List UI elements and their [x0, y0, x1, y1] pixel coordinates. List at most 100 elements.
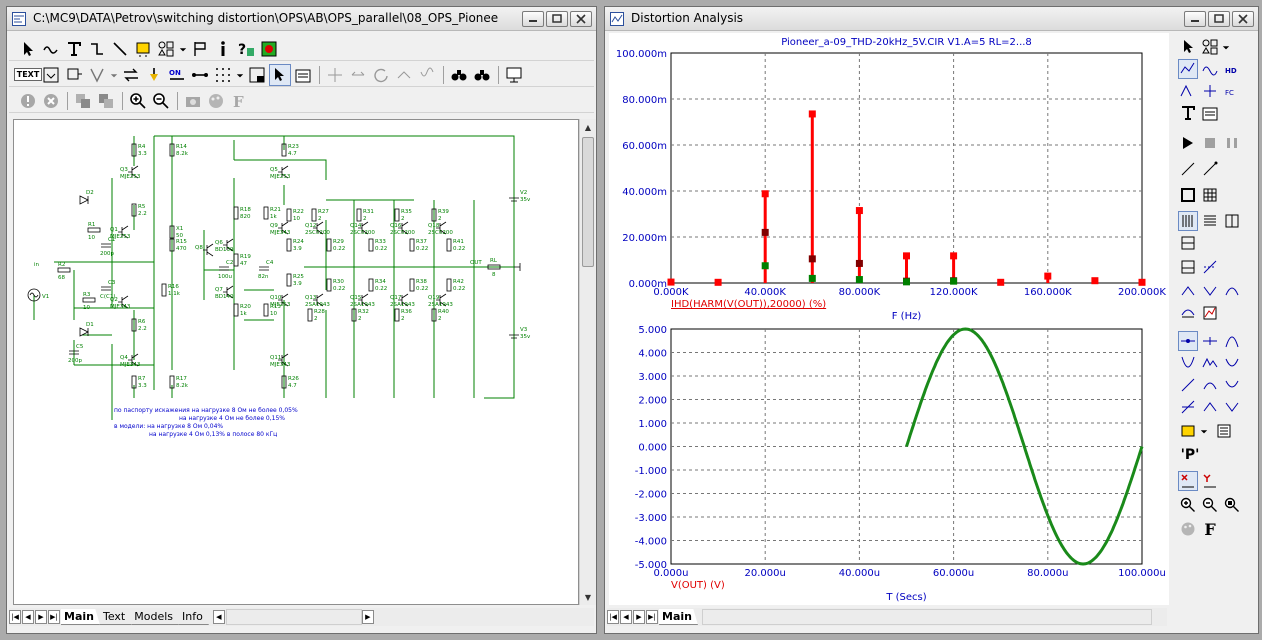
- slope-button[interactable]: [1178, 303, 1198, 323]
- wire-mode-button[interactable]: [40, 38, 62, 60]
- schematic-drawing[interactable]: R43.3R148.2kR234.7R52.2R110X150R15470R16…: [14, 120, 578, 604]
- global-high-button[interactable]: [1200, 375, 1220, 395]
- flip-x-button[interactable]: [393, 64, 415, 86]
- color-button[interactable]: [205, 90, 227, 112]
- properties-button[interactable]: [292, 64, 314, 86]
- minimize-button[interactable]: [522, 11, 544, 27]
- find-button[interactable]: [448, 64, 470, 86]
- scroll-down-button[interactable]: ▼: [584, 592, 592, 602]
- shapes-button[interactable]: [1200, 37, 1220, 57]
- minimize-button[interactable]: [1184, 11, 1206, 27]
- schematic-window[interactable]: C:\MC9\DATA\Petrov\switching distortion\…: [6, 6, 597, 634]
- currents-button[interactable]: [120, 64, 142, 86]
- flag-button[interactable]: [189, 38, 211, 60]
- fourier-button[interactable]: FC: [1222, 81, 1242, 101]
- font-button[interactable]: F: [1200, 519, 1220, 539]
- zoom-out-button[interactable]: [1200, 495, 1220, 515]
- line-tool-button[interactable]: [1178, 159, 1198, 179]
- text-display-button[interactable]: TEXT: [13, 64, 43, 86]
- waveform-button[interactable]: [1200, 59, 1220, 79]
- presentation-button[interactable]: [503, 64, 525, 86]
- diagonal-wire-button[interactable]: [109, 38, 131, 60]
- border-button[interactable]: [1178, 185, 1198, 205]
- run-button[interactable]: [1178, 133, 1198, 153]
- global-low-button[interactable]: [1222, 375, 1242, 395]
- last-tab-button[interactable]: ▶|: [48, 610, 60, 624]
- animate-dropdown[interactable]: [1198, 421, 1210, 441]
- schematic-vertical-scrollbar[interactable]: ▲ ▼: [579, 119, 596, 605]
- horizontal-grid-button[interactable]: [1200, 211, 1220, 231]
- bottom-button[interactable]: [1222, 397, 1242, 417]
- animate-button[interactable]: [1178, 421, 1198, 441]
- distortion-window[interactable]: Distortion Analysis Pioneer_a-09_THD-20k…: [604, 6, 1259, 634]
- select-mode-button[interactable]: [1178, 37, 1198, 57]
- hscroll-left-button[interactable]: ◀: [212, 610, 225, 624]
- schematic-titlebar[interactable]: C:\MC9\DATA\Petrov\switching distortion\…: [7, 7, 596, 31]
- cursor-button[interactable]: [1200, 81, 1220, 101]
- align-button[interactable]: [324, 64, 346, 86]
- shapes-dropdown[interactable]: [178, 38, 188, 60]
- grid-button[interactable]: [212, 64, 234, 86]
- shapes-button[interactable]: [155, 38, 177, 60]
- tab-text[interactable]: Text: [99, 609, 132, 625]
- next-interpolated-button[interactable]: [1200, 331, 1220, 351]
- chart-button[interactable]: [1200, 303, 1220, 323]
- zoom-fit-button[interactable]: [1222, 495, 1242, 515]
- tab-main[interactable]: Main: [659, 609, 698, 625]
- scroll-thumb[interactable]: [582, 137, 594, 267]
- next-simple-button[interactable]: [1178, 331, 1198, 351]
- power-button[interactable]: [143, 64, 165, 86]
- x-scale-button[interactable]: [1178, 471, 1198, 491]
- low-find-button[interactable]: [1222, 353, 1242, 373]
- trace-button[interactable]: [1178, 81, 1198, 101]
- mirror-button[interactable]: [347, 64, 369, 86]
- numeric-output-button[interactable]: [1214, 421, 1234, 441]
- inflection-button[interactable]: [1178, 375, 1198, 395]
- peak-find-button[interactable]: [1222, 331, 1242, 351]
- close-button[interactable]: [570, 11, 592, 27]
- high-button[interactable]: [1222, 281, 1242, 301]
- title-block-button[interactable]: [246, 64, 268, 86]
- y-scale-button[interactable]: [1200, 471, 1220, 491]
- condition-button[interactable]: ON: [166, 64, 188, 86]
- orthogonal-wire-button[interactable]: [86, 38, 108, 60]
- axis-grid-button[interactable]: [1222, 211, 1242, 231]
- next-tab-button[interactable]: ▶: [633, 610, 645, 624]
- stop-button[interactable]: [17, 90, 39, 112]
- minor-grid-button[interactable]: [1178, 211, 1198, 231]
- text-mode-button[interactable]: [63, 38, 85, 60]
- ruler-button[interactable]: [1200, 257, 1220, 277]
- tokens-button[interactable]: [1178, 233, 1198, 253]
- voltage-dropdown[interactable]: [109, 64, 119, 86]
- tab-main[interactable]: Main: [61, 609, 100, 625]
- camera-button[interactable]: [182, 90, 204, 112]
- hscroll-right-button[interactable]: ▶: [361, 610, 374, 624]
- next-tab-button[interactable]: ▶: [35, 610, 47, 624]
- rotate-button[interactable]: [370, 64, 392, 86]
- text-button[interactable]: [1178, 103, 1198, 123]
- hd-button[interactable]: HD: [1222, 59, 1242, 79]
- copy-button[interactable]: [72, 90, 94, 112]
- info-button[interactable]: [212, 38, 234, 60]
- close-button[interactable]: [1232, 11, 1254, 27]
- paste-button[interactable]: [95, 90, 117, 112]
- schematic-horizontal-scrollbar[interactable]: [225, 609, 362, 625]
- first-tab-button[interactable]: |◀: [9, 610, 21, 624]
- zoom-out-button[interactable]: [150, 90, 172, 112]
- cancel-button[interactable]: [40, 90, 62, 112]
- grid-dropdown[interactable]: [235, 64, 245, 86]
- font-button[interactable]: F: [228, 90, 250, 112]
- prev-tab-button[interactable]: ◀: [620, 610, 632, 624]
- shapes-dropdown[interactable]: [1220, 37, 1232, 57]
- point-line-button[interactable]: [1200, 159, 1220, 179]
- distortion-horizontal-scrollbar[interactable]: [701, 609, 1152, 625]
- first-tab-button[interactable]: |◀: [607, 610, 619, 624]
- p-key-button[interactable]: 'P': [1178, 445, 1202, 465]
- valley-find-button[interactable]: [1178, 353, 1198, 373]
- maximize-button[interactable]: [546, 11, 568, 27]
- node-numbers-button[interactable]: [63, 64, 85, 86]
- prev-tab-button[interactable]: ◀: [22, 610, 34, 624]
- maximize-button[interactable]: [1208, 11, 1230, 27]
- top-button[interactable]: [1200, 397, 1220, 417]
- stop-analysis-button[interactable]: [1200, 133, 1220, 153]
